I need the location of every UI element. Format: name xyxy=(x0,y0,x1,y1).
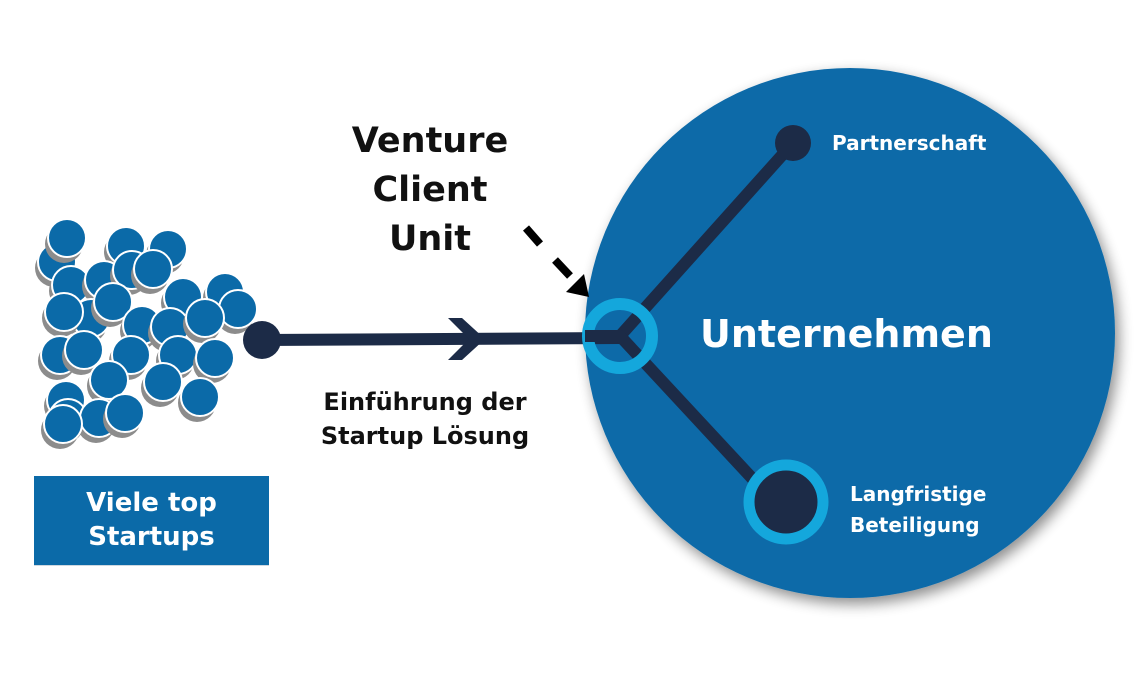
branch-label-beteiligung: Langfristige Beteiligung xyxy=(850,479,1070,541)
startup-dot xyxy=(195,338,235,378)
venture-label-line1: Venture xyxy=(351,121,509,161)
startup-dot xyxy=(133,249,173,289)
chevron-right-icon xyxy=(448,318,485,360)
process-start-dot xyxy=(243,321,281,359)
startup-dot xyxy=(47,218,87,258)
venture-label-line3: Unit xyxy=(388,219,472,259)
startup-dot xyxy=(44,292,84,332)
process-line xyxy=(261,332,623,346)
startups-label-line2: Startups xyxy=(88,521,215,552)
process-label: Einführung der Startup Lösung xyxy=(295,385,555,453)
branch-line-beteiligung xyxy=(614,330,782,510)
process-label-line2: Startup Lösung xyxy=(320,422,530,450)
partnerschaft-node xyxy=(775,125,811,161)
startup-dot xyxy=(105,393,145,433)
startup-dot xyxy=(143,362,183,402)
startups-label-line1: Viele top xyxy=(86,488,217,519)
process-label-line1: Einführung der xyxy=(323,388,527,416)
venture-client-unit-label: Venture Client Unit xyxy=(340,117,520,264)
venture-label-line2: Client xyxy=(372,170,488,210)
startup-dot xyxy=(180,377,220,417)
startup-dot xyxy=(43,404,83,444)
startup-dot xyxy=(218,289,258,329)
beteiligung-label-line2: Beteiligung xyxy=(850,513,980,537)
startups-label-box: Viele top Startups xyxy=(34,476,269,565)
branch-label-partnerschaft: Partnerschaft xyxy=(832,131,1052,155)
startup-dot xyxy=(89,360,129,400)
partnerschaft-label: Partnerschaft xyxy=(832,131,987,155)
startup-dot xyxy=(64,330,104,370)
beteiligung-label-line1: Langfristige xyxy=(850,482,987,506)
company-circle xyxy=(585,68,1115,598)
dashed-arrow-icon xyxy=(522,225,589,297)
startup-dot xyxy=(93,282,133,322)
beteiligung-node xyxy=(743,459,829,545)
branch-line-partnerschaft xyxy=(614,137,799,342)
company-title: Unternehmen xyxy=(700,312,993,356)
startup-dot xyxy=(185,298,225,338)
startup-cluster xyxy=(35,218,258,449)
